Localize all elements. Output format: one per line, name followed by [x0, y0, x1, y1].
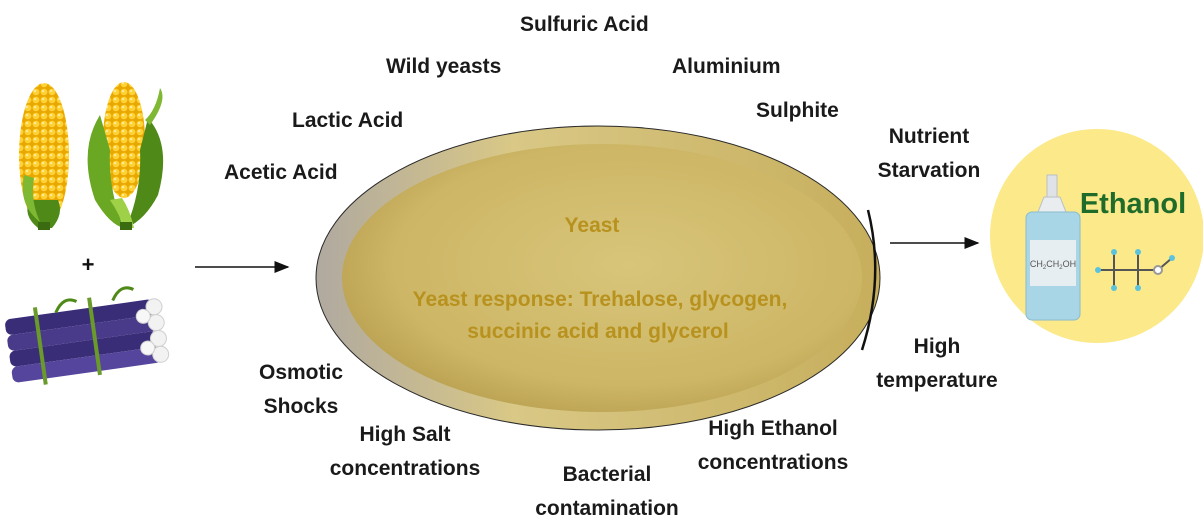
stress-nutrient-starvation: Nutrient Starvation: [877, 125, 981, 182]
stress-high-temperature: High temperature: [876, 335, 998, 392]
stress-sulphite: Sulphite: [756, 99, 839, 122]
yeast-title: Yeast: [565, 214, 620, 237]
stress-wild-yeasts: Wild yeasts: [386, 55, 502, 78]
plus-sign: +: [82, 252, 95, 277]
corn-cob-icon: [19, 83, 69, 230]
stress-aluminium: Aluminium: [672, 55, 781, 78]
corn-with-husk-icon: [87, 82, 164, 230]
yeast-response-line1: Yeast response: Trehalose, glycogen,: [413, 288, 788, 311]
ethanol-product: CH2CH2OH Ethanol: [990, 129, 1203, 343]
stress-sulfuric-acid: Sulfuric Acid: [520, 13, 649, 36]
sugarcane-bundle-icon: [5, 286, 170, 385]
yeast-cell: [315, 125, 881, 431]
stress-lactic-acid: Lactic Acid: [292, 109, 404, 132]
ethanol-molecule-icon: [1095, 249, 1175, 291]
ethanol-bottle-icon: CH2CH2OH: [1025, 174, 1081, 321]
stress-bacterial-contamination: Bacterial contamination: [535, 463, 679, 520]
stress-osmotic-shocks: Osmotic Shocks: [258, 361, 344, 418]
ethanol-label: Ethanol: [1080, 188, 1186, 220]
stress-high-ethanol: High Ethanol concentrations: [697, 417, 849, 474]
yeast-response-line2: succinic acid and glycerol: [467, 320, 728, 343]
svg-text:CH2CH2OH: CH2CH2OH: [1030, 259, 1076, 271]
stress-high-salt: High Salt concentrations: [329, 423, 481, 480]
stress-acetic-acid: Acetic Acid: [224, 161, 338, 184]
